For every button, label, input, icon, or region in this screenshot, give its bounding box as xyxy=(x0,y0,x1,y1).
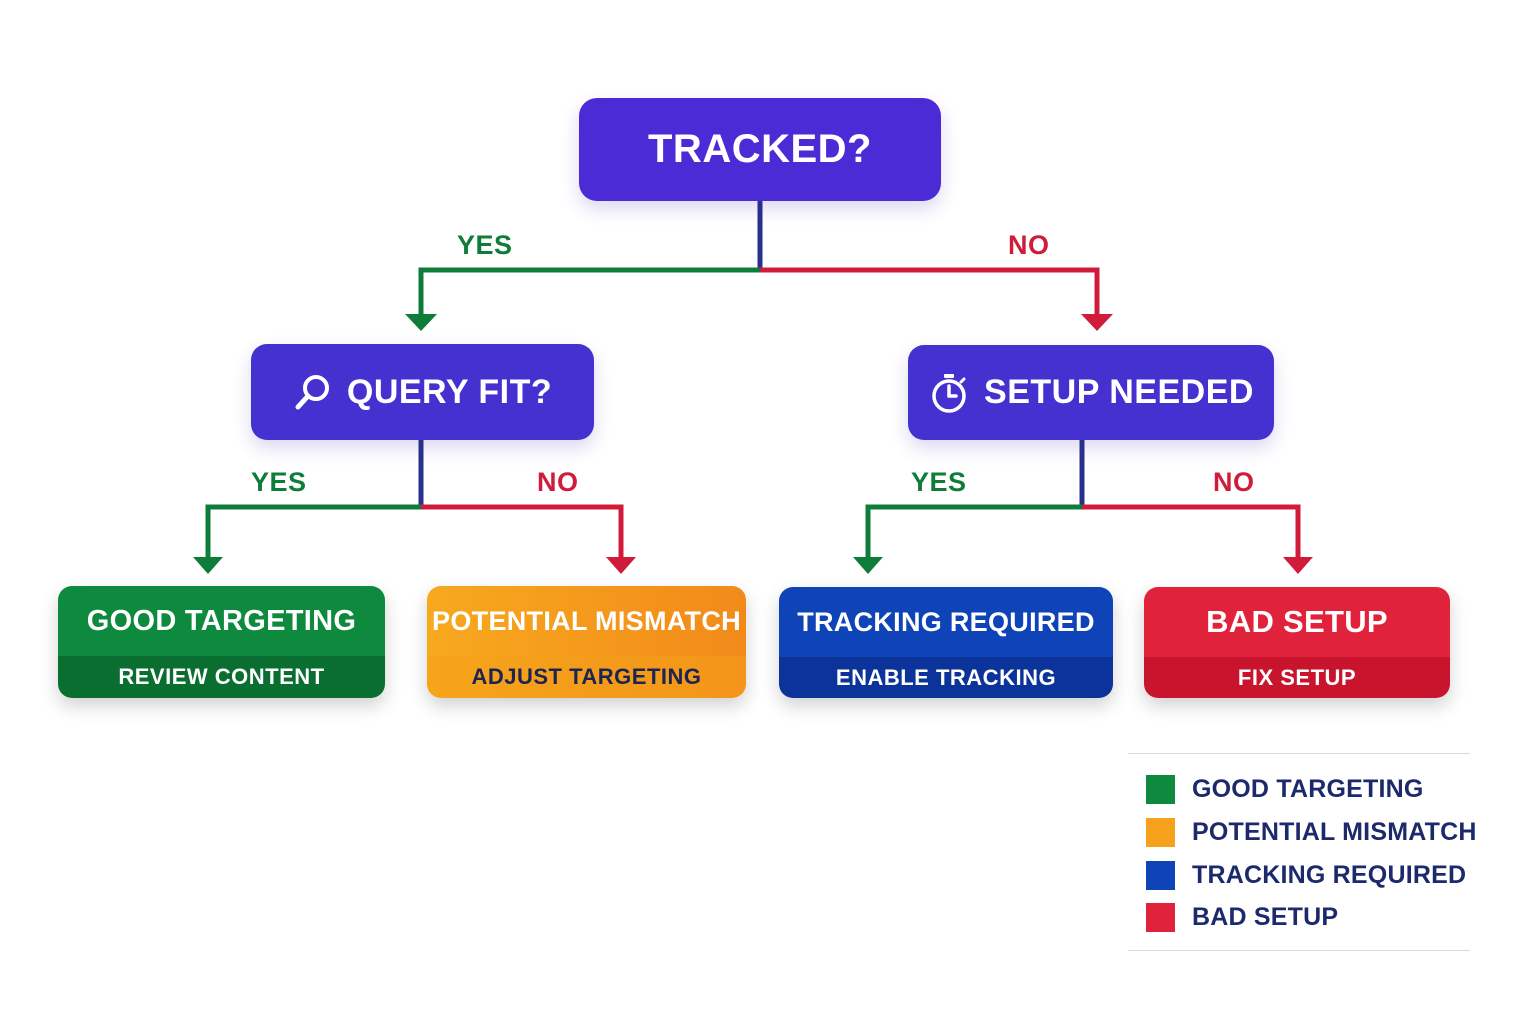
outcome-potential-mismatch: POTENTIAL MISMATCH ADJUST TARGETING xyxy=(427,586,746,698)
legend: GOOD TARGETING POTENTIAL MISMATCH TRACKI… xyxy=(1128,753,1476,951)
setup-yes-connector xyxy=(865,504,1082,562)
outcome-title: BAD SETUP xyxy=(1144,587,1450,657)
outcome-title: TRACKING REQUIRED xyxy=(779,587,1113,657)
outcome-title: POTENTIAL MISMATCH xyxy=(427,586,746,656)
legend-label: POTENTIAL MISMATCH xyxy=(1192,817,1477,846)
setup-yes-label: YES xyxy=(911,467,967,497)
legend-swatch xyxy=(1146,902,1175,932)
root-no-connector xyxy=(760,267,1100,318)
outcome-good-targeting: GOOD TARGETING REVIEW CONTENT xyxy=(58,586,385,698)
outcome-bad-setup: BAD SETUP FIX SETUP xyxy=(1144,587,1450,698)
legend-swatch xyxy=(1146,817,1175,847)
setup-no-arrowhead xyxy=(1283,557,1313,574)
setup-no-label: NO xyxy=(1213,467,1255,497)
legend-item-bad-setup: BAD SETUP xyxy=(1146,902,1338,932)
legend-item-potential-mismatch: POTENTIAL MISMATCH xyxy=(1146,817,1477,847)
legend-swatch xyxy=(1146,860,1175,890)
root-yes-label: YES xyxy=(457,230,513,260)
legend-label: GOOD TARGETING xyxy=(1192,774,1424,803)
setup-no-connector xyxy=(1082,504,1301,562)
root-yes-arrowhead xyxy=(405,314,437,331)
query-fit-label: QUERY FIT? xyxy=(346,372,553,411)
legend-swatch xyxy=(1146,774,1175,804)
legend-label: BAD SETUP xyxy=(1192,902,1339,931)
search-icon xyxy=(293,372,333,412)
root-decision-node: TRACKED? xyxy=(579,98,941,201)
outcome-action: ADJUST TARGETING xyxy=(427,656,746,698)
legend-item-good-targeting: GOOD TARGETING xyxy=(1146,774,1424,804)
setup-yes-arrowhead xyxy=(853,557,883,574)
query-yes-connector xyxy=(205,504,421,562)
setup-needed-node: SETUP NEEDED xyxy=(908,345,1274,440)
outcome-title: GOOD TARGETING xyxy=(58,586,385,656)
query-fit-node: QUERY FIT? xyxy=(251,344,594,440)
root-no-label: NO xyxy=(1008,230,1050,260)
query-no-label: NO xyxy=(537,467,579,497)
setup-needed-label: SETUP NEEDED xyxy=(984,373,1254,411)
legend-item-tracking-required: TRACKING REQUIRED xyxy=(1146,860,1466,890)
root-no-arrowhead xyxy=(1081,314,1113,331)
outcome-action: FIX SETUP xyxy=(1144,657,1450,698)
outcome-action: REVIEW CONTENT xyxy=(58,656,385,698)
outcome-tracking-required: TRACKING REQUIRED ENABLE TRACKING xyxy=(779,587,1113,698)
root-decision-label: TRACKED? xyxy=(648,127,872,171)
legend-label: TRACKING REQUIRED xyxy=(1192,860,1467,889)
root-yes-connector xyxy=(418,267,760,318)
query-no-connector xyxy=(421,504,624,562)
query-yes-label: YES xyxy=(251,467,307,497)
query-no-arrowhead xyxy=(606,557,636,574)
outcome-action: ENABLE TRACKING xyxy=(779,657,1113,698)
timer-icon xyxy=(928,372,970,414)
query-yes-arrowhead xyxy=(193,557,223,574)
